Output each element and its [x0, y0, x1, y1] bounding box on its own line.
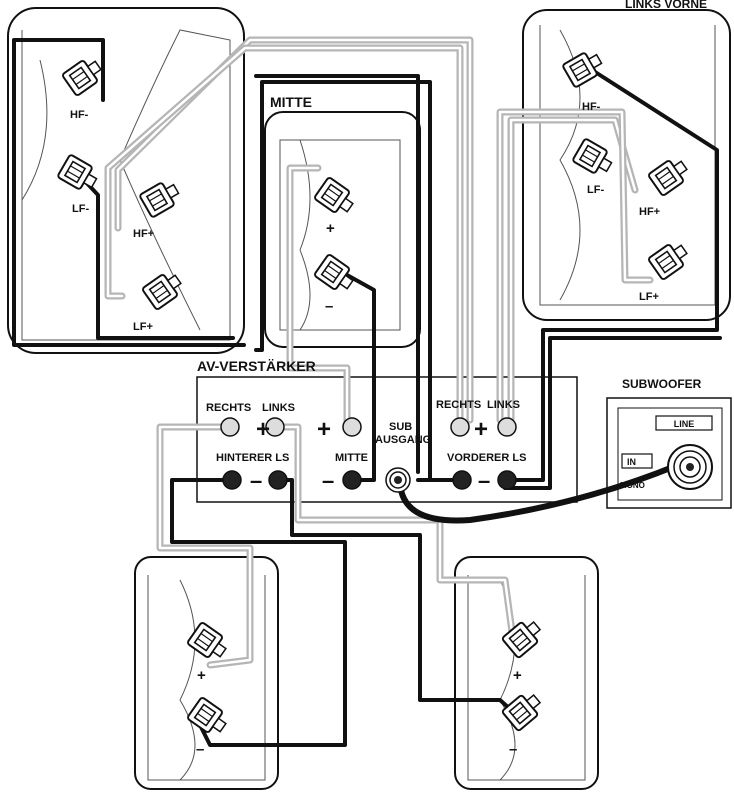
amp-vorderer-ls-label: VORDERER LS	[447, 452, 526, 464]
sub-line-in-jack	[667, 444, 713, 490]
amp-hinterer-ls-label: HINTERER LS	[216, 452, 289, 464]
fr-lf-plus-label: LF+	[133, 321, 153, 333]
front-left-caption: LINKS VORNE	[625, 0, 707, 11]
black-wires	[12, 38, 722, 747]
fl-hf-plus-label: HF+	[639, 206, 660, 218]
amp-sub-label: SUB	[389, 421, 412, 433]
rear-right-plus-terminal	[220, 417, 240, 437]
amp-center-plus-sign: +	[317, 416, 331, 443]
amp-rechts-rear-label: RECHTS	[206, 402, 251, 414]
amp-mitte-label: MITTE	[335, 452, 368, 464]
sub-in-label: IN	[627, 457, 636, 467]
front-left-plus-terminal	[497, 417, 517, 437]
center-minus-label: –	[325, 298, 333, 315]
sub-out-jack	[385, 467, 411, 493]
amp-terminals	[220, 417, 713, 493]
fl-hf-minus-label: HF-	[582, 101, 601, 113]
center-title: MITTE	[270, 94, 312, 110]
amp-front-minus-sign: –	[478, 468, 490, 493]
rl-plus-label: +	[513, 667, 522, 684]
rl-minus-label: –	[509, 741, 517, 758]
front-right-speaker	[7, 7, 245, 354]
amp-ausgang-label: AUSGANG	[375, 434, 431, 446]
rear-left-plus-terminal	[265, 417, 285, 437]
amp-links-front-label: LINKS	[487, 399, 520, 411]
front-right-plus-terminal	[450, 417, 470, 437]
center-minus-terminal	[342, 470, 362, 490]
rear-right-minus-terminal	[222, 470, 242, 490]
amp-rear-minus-sign: –	[250, 468, 262, 493]
amp-rechts-front-label: RECHTS	[436, 399, 481, 411]
center-plus-terminal	[342, 417, 362, 437]
rr-plus-label: +	[197, 667, 206, 684]
rear-right-speaker	[134, 556, 279, 790]
sub-line-label: LINE	[674, 419, 695, 429]
rear-left-speaker	[454, 556, 599, 790]
fr-hf-minus-label: HF-	[70, 109, 89, 121]
fl-lf-plus-label: LF+	[639, 291, 659, 303]
subwoofer-title: SUBWOOFER	[622, 377, 702, 391]
front-right-minus-terminal	[452, 470, 472, 490]
center-plus-label: +	[326, 220, 335, 237]
subwoofer	[606, 397, 732, 509]
amp-title: AV-VERSTÄRKER	[197, 358, 316, 374]
sub-mono-label: MONO	[620, 481, 645, 490]
fl-lf-minus-label: LF-	[587, 184, 604, 196]
rear-left-minus-terminal	[268, 470, 288, 490]
amp-links-rear-label: LINKS	[262, 402, 295, 414]
labels: LINKS VORNE MITTE AV-VERSTÄRKER SUBWOOFE…	[70, 0, 707, 758]
grey-wires	[104, 36, 654, 669]
rr-minus-label: –	[196, 741, 204, 758]
amp-rear-plus-sign: +	[256, 416, 270, 443]
fr-hf-plus-label: HF+	[133, 228, 154, 240]
amp-front-plus-sign: +	[474, 416, 488, 443]
amp-center-minus-sign: –	[322, 468, 334, 493]
front-left-minus-terminal	[497, 470, 517, 490]
fr-lf-minus-label: LF-	[72, 203, 89, 215]
